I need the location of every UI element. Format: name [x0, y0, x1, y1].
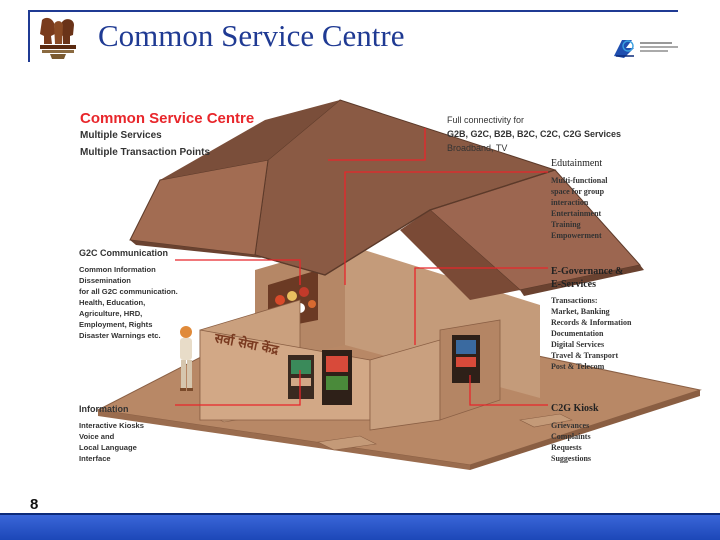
edutainment-heading: Edutainment [551, 158, 603, 169]
connectivity-line: Broadband, TV [447, 143, 508, 153]
national-emblem-icon [32, 14, 84, 60]
footer-rule [0, 513, 720, 515]
connectivity-services: G2B, G2C, B2B, B2C, C2C, C2G Services [447, 129, 622, 139]
egov-logo-icon [614, 40, 678, 58]
c2g-item: Grievances [551, 421, 590, 430]
header-top-rule [28, 10, 678, 12]
kiosk-screen [322, 350, 352, 405]
c2g-item: Complaints [551, 432, 591, 441]
egov-item: Digital Services [551, 340, 605, 349]
egov-item: Documentation [551, 329, 604, 338]
information-item: Local Language [79, 443, 137, 452]
g2c-item: Health, Education, [79, 298, 146, 307]
slide-title: Common Service Centre [98, 18, 405, 53]
g2c-item: Agriculture, HRD, [79, 309, 143, 318]
egov-logo [610, 36, 682, 60]
egov-item: Transactions: [551, 296, 598, 305]
edutainment-item: Multi-functional [551, 176, 608, 185]
egov-heading: E-Services [551, 279, 596, 290]
egov-item: Records & Information [551, 318, 632, 327]
c2g-heading: C2G Kiosk [551, 403, 599, 414]
g2c-item: Employment, Rights [79, 320, 153, 329]
g2c-item: Common Information [79, 265, 156, 274]
edutainment-item: Empowerment [551, 231, 602, 240]
egov-heading: E-Governance & [551, 266, 624, 277]
villager-figure [180, 326, 193, 391]
egov-item: Travel & Transport [551, 351, 619, 360]
information-heading: Information [79, 404, 129, 414]
edutainment-item: Training [551, 220, 581, 229]
g2c-item: Dissemination [79, 276, 131, 285]
header-frame [28, 10, 678, 62]
egov-item: Post & Telecom [551, 362, 605, 371]
edutainment-item: interaction [551, 198, 589, 207]
edutainment-item: space for group [551, 187, 605, 196]
footer-bar [0, 515, 720, 540]
callout-lines [175, 128, 548, 406]
diagram-heading: Common Service Centre [80, 110, 255, 127]
information-item: Interactive Kiosks [79, 421, 144, 430]
information-item: Voice and [79, 432, 115, 441]
egov-item: Market, Banking [551, 307, 610, 316]
header-left-rule [28, 10, 30, 62]
g2c-heading: G2C Communication [79, 248, 169, 258]
kiosk-screen [452, 335, 480, 383]
information-item: Interface [79, 454, 111, 463]
g2c-item: for all G2C communication. [79, 287, 178, 296]
g2c-item: Disaster Warnings etc. [79, 331, 161, 340]
page-number: 8 [30, 496, 39, 513]
c2g-item: Suggestions [551, 454, 592, 463]
diagram-subheading: Multiple Transaction Points [80, 147, 211, 158]
kiosk-screen [288, 355, 314, 399]
connectivity-line: Full connectivity for [447, 115, 525, 125]
edutainment-item: Entertainment [551, 209, 602, 218]
diagram-subheading: Multiple Services [80, 130, 162, 141]
c2g-item: Requests [551, 443, 582, 452]
